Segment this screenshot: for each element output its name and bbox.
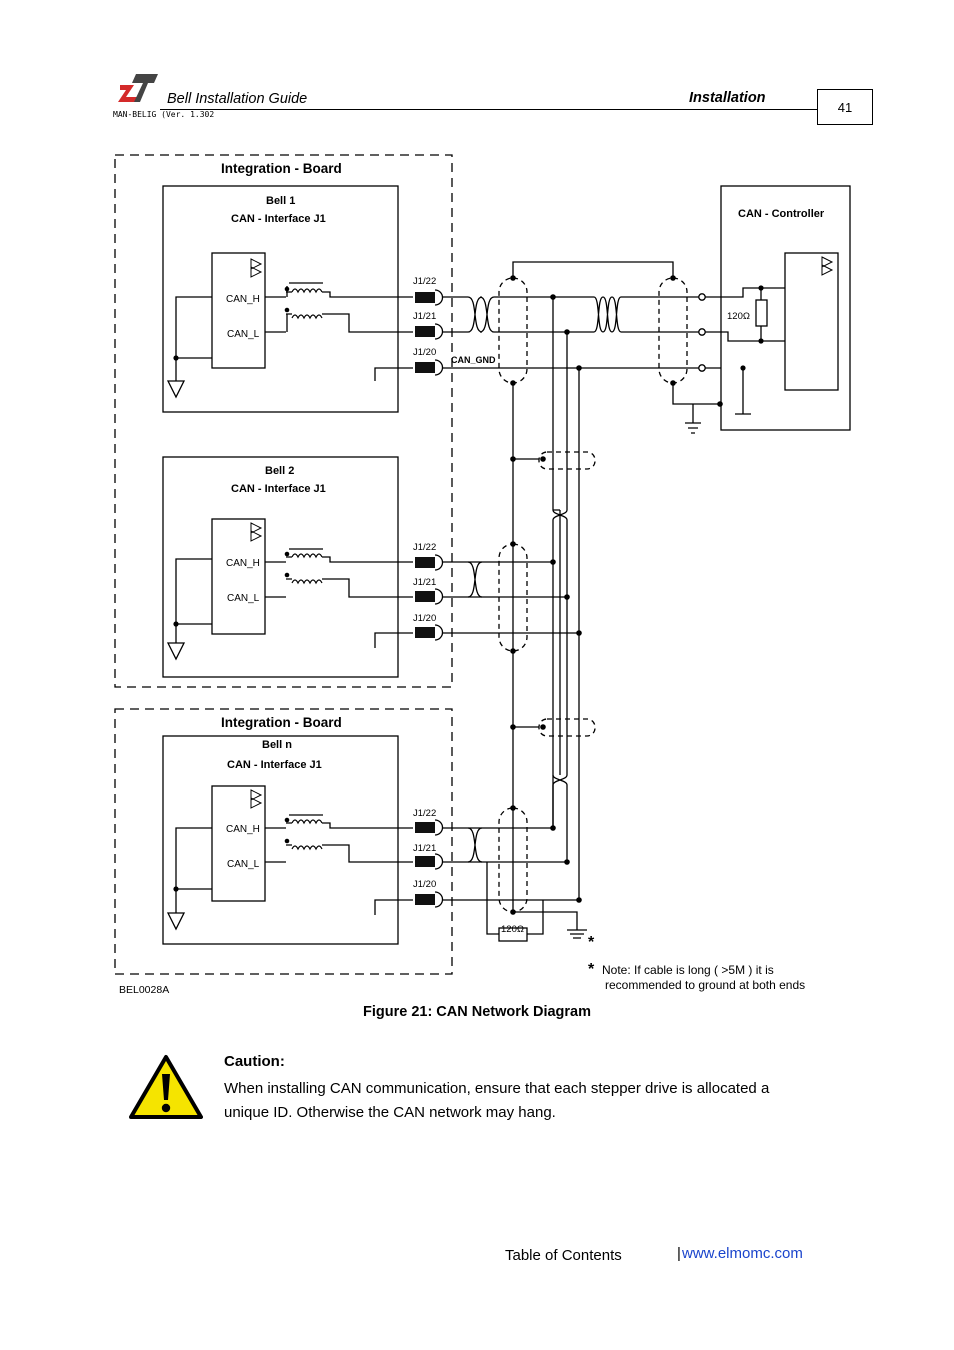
drive-1-label: Bell 1 bbox=[266, 195, 295, 207]
drive-2-label: Bell 2 bbox=[265, 465, 294, 477]
controller-resistor-label: 120Ω bbox=[727, 311, 750, 322]
page-number: 41 bbox=[817, 89, 873, 125]
diagram-label: J1/20 bbox=[413, 879, 436, 890]
interface-label-n: CAN - Interface J1 bbox=[227, 759, 322, 771]
drive-box-1 bbox=[162, 185, 399, 413]
drive-n-label: Bell n bbox=[262, 739, 292, 751]
can-controller-label: CAN - Controller bbox=[738, 208, 825, 220]
document-version: MAN-BELIG (Ver. 1.302 bbox=[113, 110, 215, 119]
diagram-label: J1/20 bbox=[413, 613, 436, 624]
diagram-label: J1/21 bbox=[413, 311, 436, 322]
caution-text: When installing CAN communication, ensur… bbox=[224, 1080, 770, 1121]
note-asterisk: * bbox=[588, 961, 595, 978]
figure-code: BEL0028A bbox=[119, 984, 169, 996]
board-1-title: Integration - Board bbox=[221, 161, 342, 176]
figure-caption: Figure 21: CAN Network Diagram bbox=[362, 1004, 592, 1020]
note-line-1: Note: If cable is long ( >5M ) it is bbox=[602, 963, 774, 977]
end-resistor-label: 120Ω bbox=[501, 924, 524, 935]
diagram-label: CAN_H bbox=[226, 558, 260, 569]
integration-board-2 bbox=[114, 708, 453, 975]
note-line-2: recommended to ground at both ends bbox=[605, 978, 805, 992]
diagram-label: J1/22 bbox=[413, 276, 436, 287]
can-controller-box bbox=[720, 185, 851, 431]
table-of-contents-link[interactable]: Table of Contents bbox=[505, 1247, 622, 1264]
diagram-label: CAN_H bbox=[226, 824, 260, 835]
elmo-logo-icon bbox=[118, 74, 158, 102]
diagram-label: CAN_H bbox=[226, 294, 260, 305]
diagram-label: J1/21 bbox=[413, 843, 436, 854]
drive-box-2 bbox=[162, 456, 399, 678]
ground-asterisk: * bbox=[588, 934, 595, 951]
interface-label-2: CAN - Interface J1 bbox=[231, 483, 326, 495]
website-link[interactable]: www.elmomc.com bbox=[682, 1245, 803, 1262]
can-gnd-label: CAN_GND bbox=[451, 355, 496, 365]
diagram-label: CAN_L bbox=[227, 859, 260, 870]
caution-title: Caution: bbox=[224, 1053, 285, 1070]
diagram-label: J1/20 bbox=[413, 347, 436, 358]
board-2-title: Integration - Board bbox=[221, 715, 342, 730]
document-title: Bell Installation Guide bbox=[167, 91, 308, 107]
page-number-text: 41 bbox=[837, 99, 853, 115]
diagram-label: J1/22 bbox=[413, 542, 436, 553]
warning-icon bbox=[129, 1055, 203, 1119]
section-title: Installation bbox=[689, 90, 766, 106]
integration-board-1 bbox=[114, 154, 453, 688]
diagram-label: J1/22 bbox=[413, 808, 436, 819]
drive-box-n bbox=[162, 735, 399, 945]
diagram-label: CAN_L bbox=[227, 329, 260, 340]
diagram-label: CAN_L bbox=[227, 593, 260, 604]
diagram-label: J1/21 bbox=[413, 577, 436, 588]
interface-label-1: CAN - Interface J1 bbox=[231, 213, 326, 225]
header-rule bbox=[160, 109, 817, 110]
footer-separator: | bbox=[677, 1245, 681, 1262]
